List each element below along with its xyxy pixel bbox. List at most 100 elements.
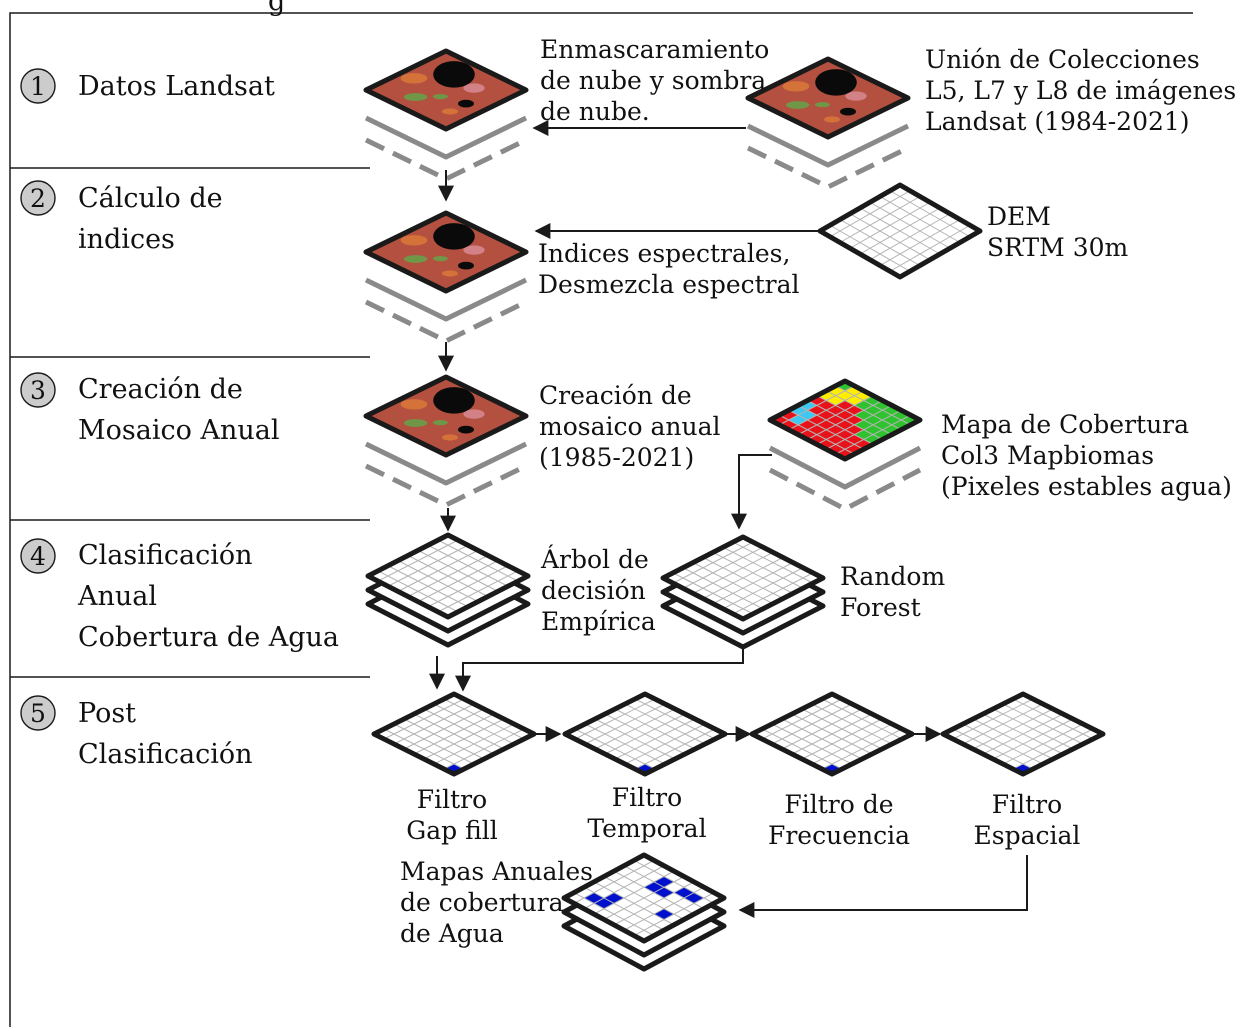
grid-layer: [561, 852, 727, 944]
step-number: 2: [30, 184, 46, 213]
step-number-circle: [20, 68, 56, 104]
grid-line: [982, 713, 1064, 755]
coverage-map-label: Mapa de Cobertura Col3 Mapbiomas (Pixele…: [941, 409, 1232, 502]
step-5-label-line-1: Post: [78, 698, 137, 729]
satellite-border: [745, 56, 911, 140]
filter-gap-icon: [371, 691, 537, 777]
step-number-circle: [20, 695, 56, 731]
stack-layer: [364, 441, 528, 486]
filter-frequency-icon: [749, 691, 915, 777]
stack-layer: [364, 115, 528, 160]
cloud-mask-line-1: Enmascaramiento: [540, 35, 770, 64]
grid-line: [972, 718, 1054, 760]
grid-line: [839, 219, 921, 266]
satellite-texture: [403, 255, 428, 263]
grid-layer: [371, 691, 537, 777]
step-number: 3: [30, 376, 46, 405]
grid-line: [732, 572, 814, 615]
grid-line: [603, 876, 685, 920]
arrow-spatial-to-annual-maps: [738, 855, 1028, 918]
collections-label: Unión de Colecciones L5, L7 y L8 de imág…: [925, 44, 1236, 137]
coverage-map-line-1: Mapa de Cobertura: [941, 410, 1190, 439]
decision-tree-icon: [365, 532, 531, 648]
grid-line: [1012, 728, 1094, 770]
grid-line: [788, 409, 864, 450]
satellite-texture: [403, 93, 428, 101]
grid-line: [433, 723, 515, 765]
collections-line-1: Unión de Colecciones: [925, 45, 1200, 74]
random-forest-icon: [660, 534, 826, 650]
satellite-dark-area: [458, 261, 474, 270]
grid-line: [387, 565, 469, 608]
grid-line: [593, 881, 675, 926]
grid-line: [816, 404, 893, 445]
satellite-border: [363, 374, 529, 458]
satellite-texture: [442, 270, 458, 277]
satellite-dark-area: [815, 69, 857, 96]
grid-line: [682, 567, 764, 610]
satellite-texture: [463, 245, 485, 255]
step-2-label: Cálculo de indices: [78, 178, 223, 260]
grid-layer: [749, 691, 915, 777]
decision-tree-label: Árbol de decisión Empírica: [541, 544, 656, 637]
satellite-image: [363, 374, 529, 458]
annual-maps-line-1: Mapas Anuales: [400, 857, 593, 886]
grid-line: [377, 570, 459, 613]
random-forest-line-2: Forest: [840, 593, 921, 622]
step-3-label-line-2: Mosaico Anual: [78, 415, 280, 446]
indices-icon: [363, 210, 529, 344]
collections-line-3: Landsat (1984-2021): [925, 107, 1190, 136]
grid-line: [427, 565, 509, 608]
grid-line: [443, 728, 525, 770]
grid-line: [583, 886, 665, 931]
satellite-texture: [845, 91, 867, 101]
dem-label: DEM SRTM 30m: [987, 201, 1128, 263]
grid-border: [940, 691, 1106, 777]
grid-line: [962, 723, 1044, 765]
grid-line: [811, 723, 893, 765]
step-4-label-line-2: Anual: [78, 581, 158, 612]
grid-line: [403, 718, 485, 760]
step-2-label-line-2: indices: [78, 224, 175, 255]
annual-maps-line-2: de cobertura: [400, 888, 564, 917]
coverage-map-icon: [767, 378, 923, 512]
mosaic-line-1: Creación de: [539, 381, 692, 410]
filter-temporal-label: Filtro Temporal: [577, 782, 717, 844]
stack-layer: [746, 123, 910, 168]
stack-layer: [768, 445, 922, 490]
satellite-image: [363, 210, 529, 294]
grid-line: [702, 557, 784, 599]
grid-line: [859, 207, 941, 255]
grid-line: [771, 723, 853, 765]
step-4-label-line-1: Clasificación: [78, 540, 253, 571]
satellite-texture: [814, 102, 830, 108]
grid-border: [817, 182, 983, 280]
grid-border: [660, 534, 826, 622]
indices-line-1: Indices espectrales,: [538, 239, 791, 268]
grid-line: [712, 562, 794, 605]
grid-line: [604, 713, 686, 755]
step-2-number-badge: 2: [20, 180, 56, 216]
decision-tree-line-2: decisión: [541, 576, 646, 605]
grid-line: [573, 892, 655, 937]
grid-line: [614, 718, 696, 760]
step-3-label-line-1: Creación de: [78, 374, 243, 405]
filter-spatial-icon: [940, 691, 1106, 777]
landsat-data-icon: [363, 48, 529, 182]
satellite-texture: [782, 81, 810, 92]
step-4-label-line-3: Cobertura de Agua: [78, 622, 340, 653]
grid-border: [561, 852, 727, 944]
satellite-border: [363, 210, 529, 294]
grid-line: [417, 560, 499, 603]
grid-line: [623, 886, 705, 931]
grid-border: [365, 532, 531, 620]
step-5-label-line-2: Clasificación: [78, 739, 253, 770]
filter-spatial-line-2: Espacial: [973, 821, 1081, 850]
grid-layer: [767, 378, 923, 462]
grid-border: [562, 691, 728, 777]
grid-line: [437, 570, 519, 613]
grid-line: [761, 728, 843, 770]
satellite-texture: [824, 116, 840, 123]
random-forest-line-1: Random: [840, 562, 946, 591]
satellite-texture: [442, 108, 458, 115]
